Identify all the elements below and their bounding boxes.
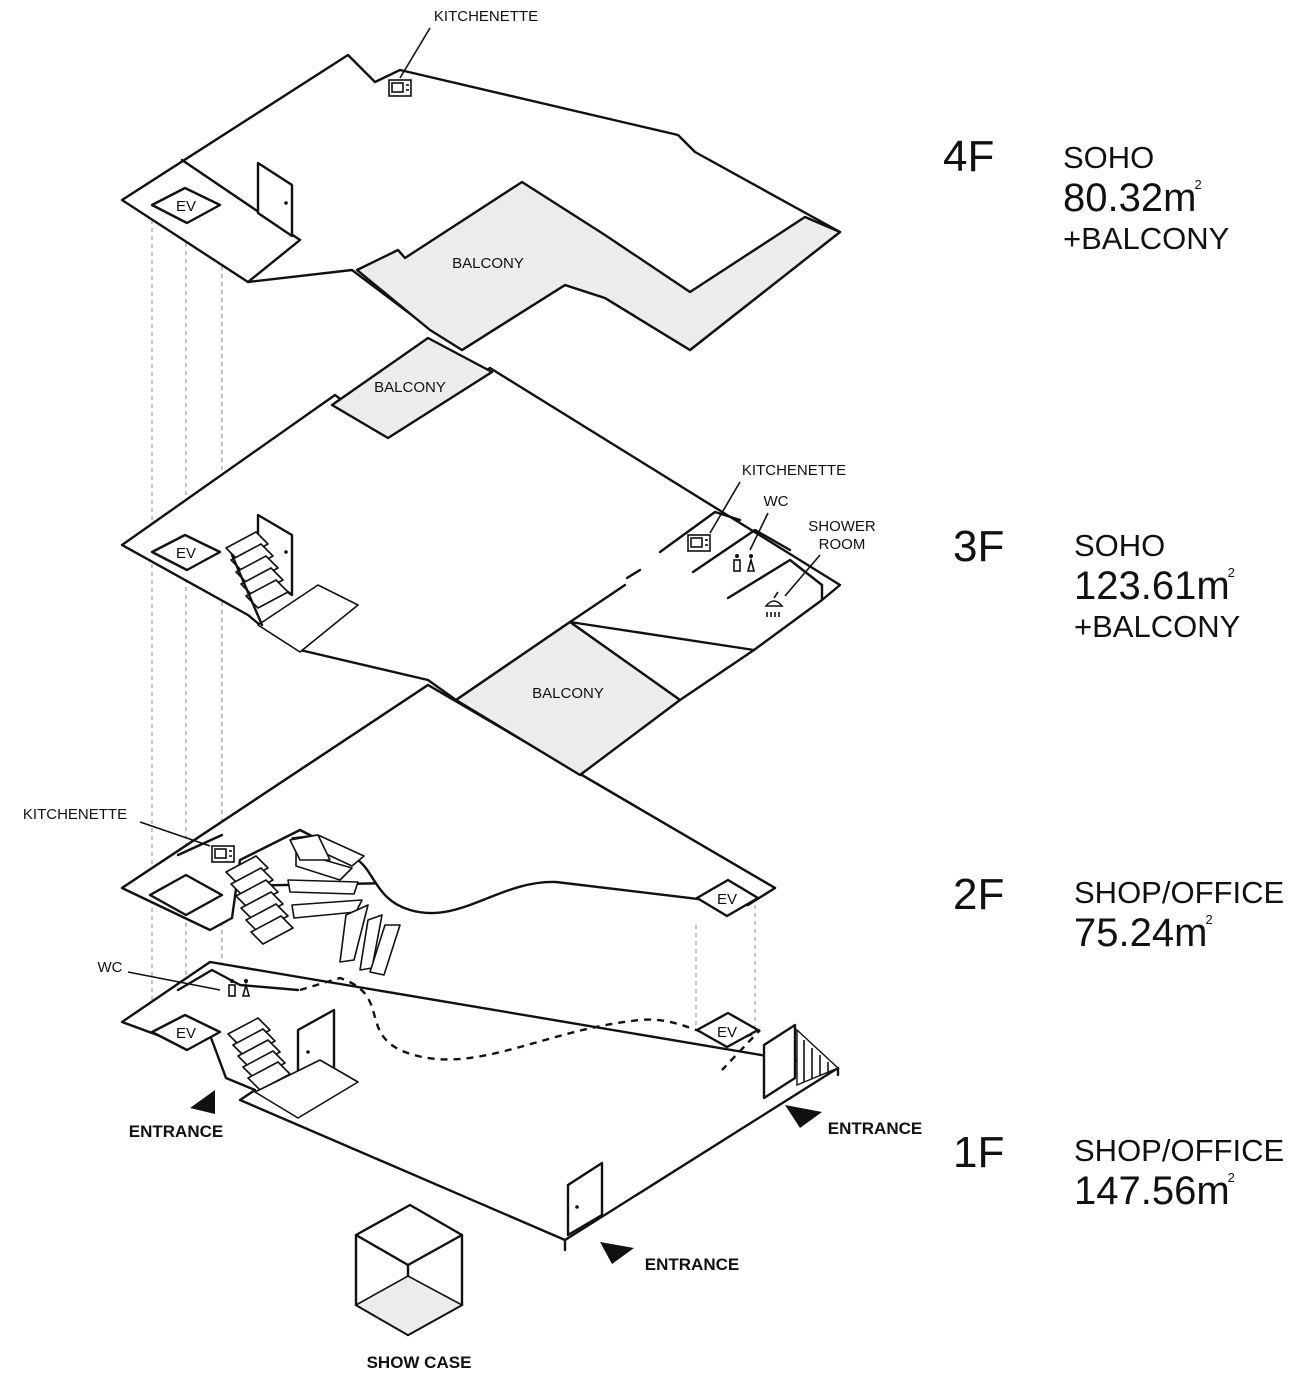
level-label-4f: 4F	[943, 132, 995, 181]
kitchenette-icon-3f	[687, 534, 711, 552]
balcony-3f-upper	[330, 336, 494, 440]
floor-2f-plan: EV KITCHENETTE	[23, 683, 777, 997]
ev-label-1f-right: EV	[717, 1024, 737, 1041]
level-label-1f: 1F	[953, 1128, 1005, 1177]
use-label-1f: SHOP/OFFICE	[1074, 1133, 1285, 1168]
stair-1f	[227, 1017, 359, 1119]
kitchenette-label-4f: KITCHENETTE	[434, 8, 538, 25]
legend-1f-info: SHOP/OFFICE 147.56m2	[1074, 1133, 1284, 1214]
wc-label-3f: WC	[764, 493, 789, 510]
level-label-2f: 2F	[953, 870, 1005, 919]
area-4f: 80.32m2	[1063, 176, 1202, 220]
entrance-markers: ENTRANCE ENTRANCE ENTRANCE	[129, 1090, 922, 1274]
area-1f: 147.56m2	[1074, 1169, 1235, 1213]
floor-3f-plan: BALCONY EV KITCHENETTE	[120, 366, 876, 777]
use-label-3f: SOHO	[1074, 528, 1166, 563]
balcony-label-3f-upper: BALCONY	[374, 379, 446, 396]
kitchenette-label-3f: KITCHENETTE	[742, 462, 846, 479]
use-label-4f: SOHO	[1063, 140, 1155, 175]
legend-4f-info: SOHO 80.32m2 +BALCONY	[1063, 140, 1229, 257]
balcony-3f-lower	[454, 620, 682, 777]
balcony-label-3f-lower: BALCONY	[532, 685, 604, 702]
show-case-label: SHOW CASE	[367, 1353, 472, 1372]
kitchenette-icon-2f	[211, 845, 235, 863]
area-3f: 123.61m2	[1074, 564, 1235, 608]
entrance-label-right: ENTRANCE	[828, 1119, 922, 1138]
ev-label-2f: EV	[717, 891, 737, 908]
extra-3f: +BALCONY	[1074, 609, 1241, 644]
legend-4f: 4F	[943, 132, 994, 182]
show-case-cube-icon: SHOW CASE	[354, 1203, 472, 1372]
legend-2f: 2F	[953, 870, 1004, 920]
spiral-stair-2f	[225, 834, 401, 976]
shower-label-line1: SHOWER	[808, 518, 876, 535]
legend-3f: 3F	[953, 522, 1004, 572]
stair-3f	[225, 531, 359, 653]
balcony-4f	[355, 180, 842, 352]
ev-label-3f: EV	[176, 545, 196, 562]
area-2f: 75.24m2	[1074, 911, 1213, 955]
level-label-3f: 3F	[953, 522, 1005, 571]
legend-1f: 1F	[953, 1128, 1004, 1178]
floor-1f-plan: EV EV	[120, 960, 840, 1252]
kitchenette-icon-4f	[388, 79, 412, 97]
entrance-arrow-bottom	[600, 1242, 634, 1264]
entrance-arrow-right	[785, 1105, 822, 1128]
ev-label-4f: EV	[176, 198, 196, 215]
legend-3f-info: SOHO 123.61m2 +BALCONY	[1074, 528, 1240, 645]
entrance-label-bottom: ENTRANCE	[645, 1255, 739, 1274]
ev-label-1f: EV	[176, 1025, 196, 1042]
balcony-label-4f: BALCONY	[452, 255, 524, 272]
shower-label-line2: ROOM	[819, 536, 866, 553]
shower-icon	[764, 591, 784, 617]
legend-2f-info: SHOP/OFFICE 75.24m2	[1074, 875, 1284, 956]
wc-icon-1f	[228, 979, 251, 997]
wc-icon-3f	[733, 554, 756, 572]
extra-4f: +BALCONY	[1063, 221, 1230, 256]
use-label-2f: SHOP/OFFICE	[1074, 875, 1285, 910]
wc-label-1f: WC	[98, 959, 123, 976]
entrance-label-left: ENTRANCE	[129, 1122, 223, 1141]
kitchenette-label-2f: KITCHENETTE	[23, 806, 127, 823]
entrance-arrow-left	[190, 1090, 215, 1114]
floor-4f-plan: BALCONY BALCONY EV KITCHENETTE	[120, 8, 842, 440]
